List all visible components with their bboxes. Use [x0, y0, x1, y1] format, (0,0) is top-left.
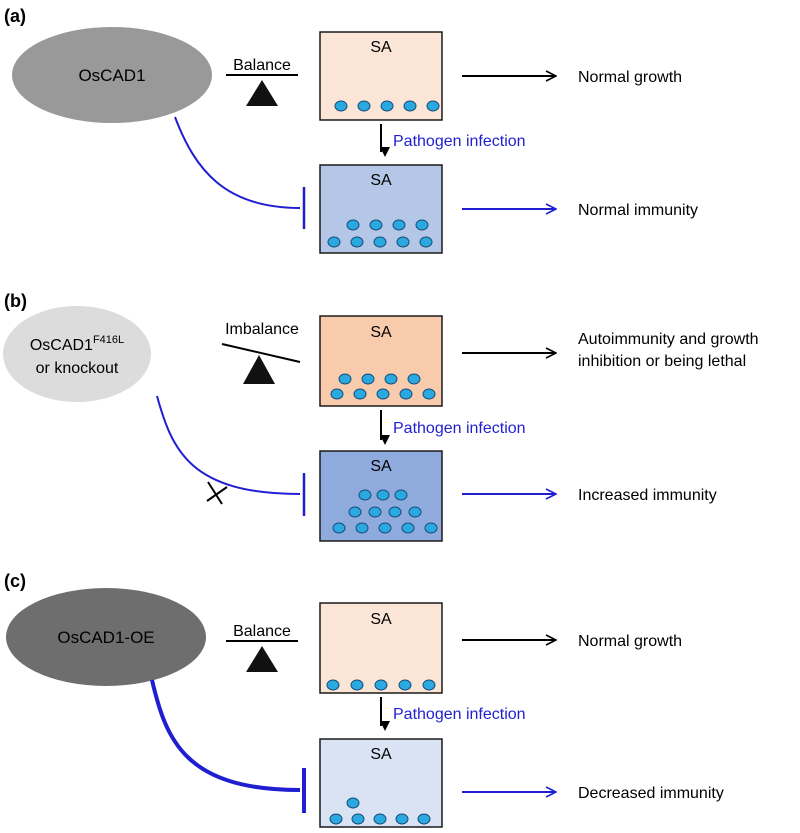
sa-dot [403, 100, 417, 112]
cross-stroke [206, 486, 228, 502]
sa-dots-basal [326, 679, 436, 691]
growth-outcome-line2: inhibition or being lethal [578, 353, 746, 370]
sa-dot [396, 236, 410, 248]
inhibition-line-strong [150, 679, 301, 792]
infection-label: Pathogen infection [393, 133, 526, 150]
sa-dot [355, 522, 369, 534]
regulator-ellipse [3, 306, 151, 402]
sa-dot [376, 489, 390, 501]
sa-dot [346, 797, 360, 809]
scale-label: Imbalance [225, 321, 299, 338]
sa-dot [384, 373, 398, 385]
scale-label: Balance [233, 623, 291, 640]
sa-dot [374, 679, 388, 691]
scale-label: Balance [233, 57, 291, 74]
sa-dot [348, 506, 362, 518]
sa-dot [329, 813, 343, 825]
sa-box-label: SA [370, 611, 392, 628]
sa-dot [369, 219, 383, 231]
sa-dots-infected [327, 219, 433, 248]
immunity-outcome: Decreased immunity [578, 785, 724, 802]
sa-dots-basal [330, 373, 436, 400]
regulator-label: OsCAD1F416L [30, 334, 124, 354]
regulator-ellipse [6, 588, 206, 686]
sa-dot [419, 236, 433, 248]
regulator-label: OsCAD1 [78, 66, 145, 85]
sa-dot [373, 813, 387, 825]
panel-letter: (b) [4, 291, 27, 311]
scale-fulcrum-icon [243, 355, 275, 384]
sa-dot [408, 506, 422, 518]
sa-dot [334, 100, 348, 112]
inhibition-line [174, 116, 301, 209]
panel-letter: (a) [4, 6, 26, 26]
sa-dot [350, 236, 364, 248]
sa-dot [338, 373, 352, 385]
sa-dot [373, 236, 387, 248]
sa-dot [417, 813, 431, 825]
regulator-ellipse [12, 27, 212, 123]
sa-dot [358, 489, 372, 501]
sa-dot [415, 219, 429, 231]
blocked-cross-icon [206, 481, 228, 505]
sa-dot [326, 679, 340, 691]
cross-stroke [207, 481, 223, 505]
sa-dot [351, 813, 365, 825]
sa-dot [394, 489, 408, 501]
growth-outcome: Normal growth [578, 633, 682, 650]
sa-box-label: SA [370, 172, 392, 189]
sa-dot [392, 219, 406, 231]
sa-dot [368, 506, 382, 518]
sa-dot [422, 679, 436, 691]
sa-dots-basal [334, 100, 440, 112]
sa-dot [398, 679, 412, 691]
sa-dot [361, 373, 375, 385]
sa-dot [426, 100, 440, 112]
infection-label: Pathogen infection [393, 420, 526, 437]
growth-outcome: Normal growth [578, 69, 682, 86]
immunity-outcome: Normal immunity [578, 202, 698, 219]
panel-c: (c) OsCAD1-OE Balance SA Normal growth P… [4, 571, 724, 828]
sa-dot [332, 522, 346, 534]
infection-label: Pathogen infection [393, 706, 526, 723]
sa-dot [407, 373, 421, 385]
sa-dot [353, 388, 367, 400]
sa-box-basal [319, 602, 443, 694]
panel-b: (b) OsCAD1F416L or knockout Imbalance SA… [3, 291, 759, 542]
sa-dot [399, 388, 413, 400]
panel-a: (a) OsCAD1 Balance SA Normal growth Path… [4, 6, 698, 254]
sa-dot [424, 522, 438, 534]
sa-dot [401, 522, 415, 534]
sa-box-label: SA [370, 324, 392, 341]
scale-fulcrum-icon [246, 646, 278, 672]
sa-dots-infected [332, 489, 438, 534]
regulator-label-line2: or knockout [36, 360, 119, 377]
sa-dot [422, 388, 436, 400]
regulator-label: OsCAD1-OE [57, 628, 154, 647]
sa-box-label: SA [370, 746, 392, 763]
sa-box-label: SA [370, 39, 392, 56]
sa-dots-infected [329, 797, 431, 825]
sa-dot [395, 813, 409, 825]
scale-fulcrum-icon [246, 80, 278, 106]
sa-dot [346, 219, 360, 231]
sa-dot [376, 388, 390, 400]
inhibition-line [156, 395, 301, 495]
growth-outcome: Autoimmunity and growth [578, 331, 759, 348]
sa-dot [378, 522, 392, 534]
sa-dot [330, 388, 344, 400]
scale-beam-tilted [221, 343, 301, 363]
panel-letter: (c) [4, 571, 26, 591]
sa-dot [357, 100, 371, 112]
sa-dot [380, 100, 394, 112]
sa-dot [327, 236, 341, 248]
sa-box-infected [319, 738, 443, 828]
sa-dot [350, 679, 364, 691]
immunity-outcome: Increased immunity [578, 487, 717, 504]
sa-dot [388, 506, 402, 518]
sa-box-label: SA [370, 458, 392, 475]
